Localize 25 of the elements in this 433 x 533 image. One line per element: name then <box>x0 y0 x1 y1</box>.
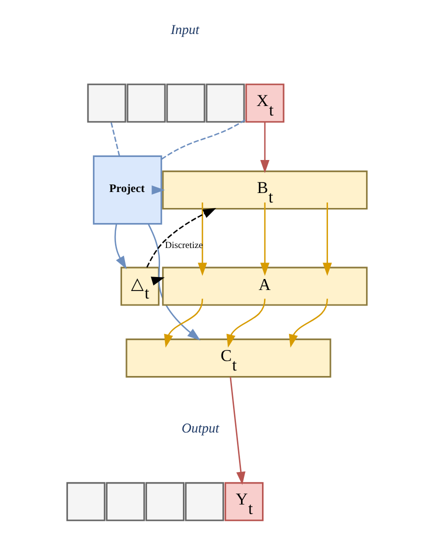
label: Output <box>181 420 219 436</box>
node-box <box>66 482 105 522</box>
arrow <box>164 298 203 348</box>
arrow <box>226 298 266 348</box>
arrow <box>260 122 269 174</box>
node-box <box>184 482 224 522</box>
arrow <box>322 202 332 276</box>
node-box <box>166 84 205 123</box>
arrow <box>260 202 269 276</box>
connector <box>160 118 246 160</box>
arrow <box>114 224 126 270</box>
connector <box>110 122 120 156</box>
node-box <box>205 84 244 123</box>
arrow <box>147 224 200 340</box>
arrow <box>229 376 245 485</box>
node-box <box>105 482 144 522</box>
arrow <box>146 208 216 268</box>
arrow <box>151 185 164 195</box>
node-box <box>126 84 166 123</box>
node-box <box>86 84 126 123</box>
node-box <box>144 482 184 522</box>
label: Input <box>170 22 199 37</box>
node-box: A <box>162 266 368 306</box>
arrow <box>197 202 207 276</box>
arrow <box>288 298 328 348</box>
